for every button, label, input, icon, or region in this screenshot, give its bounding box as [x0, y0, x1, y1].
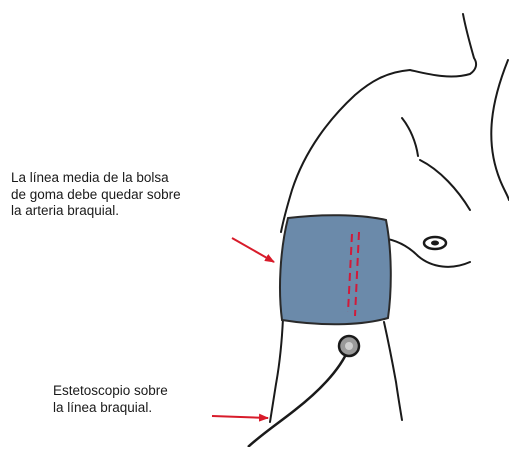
stethoscope-annotation: Estetoscopio sobre la línea braquial. [53, 383, 168, 416]
stethoscope-arrow [212, 416, 268, 418]
artery-annotation-line-1: La línea media de la bolsa [11, 170, 181, 187]
artery-annotation-line-2: de goma debe quedar sobre [11, 187, 181, 204]
deltoid-line [402, 118, 418, 156]
chest-outline [491, 60, 509, 200]
stethoscope-annotation-line-2: la línea braquial. [53, 400, 168, 417]
nipple-mark [424, 237, 446, 249]
stethoscope [248, 336, 359, 447]
stethoscope-tube [248, 348, 349, 447]
armpit-line [382, 238, 470, 267]
artery-annotation: La línea media de la bolsa de goma debe … [11, 170, 181, 220]
shoulder-outline [281, 14, 476, 232]
pressure-cuff [280, 215, 391, 324]
torso-contour [420, 160, 470, 210]
artery-arrow [232, 238, 274, 262]
stethoscope-annotation-line-1: Estetoscopio sobre [53, 383, 168, 400]
upper-arm-outline-right [384, 322, 402, 420]
artery-annotation-line-3: la arteria braquial. [11, 203, 181, 220]
upper-arm-outline-left [270, 318, 283, 422]
